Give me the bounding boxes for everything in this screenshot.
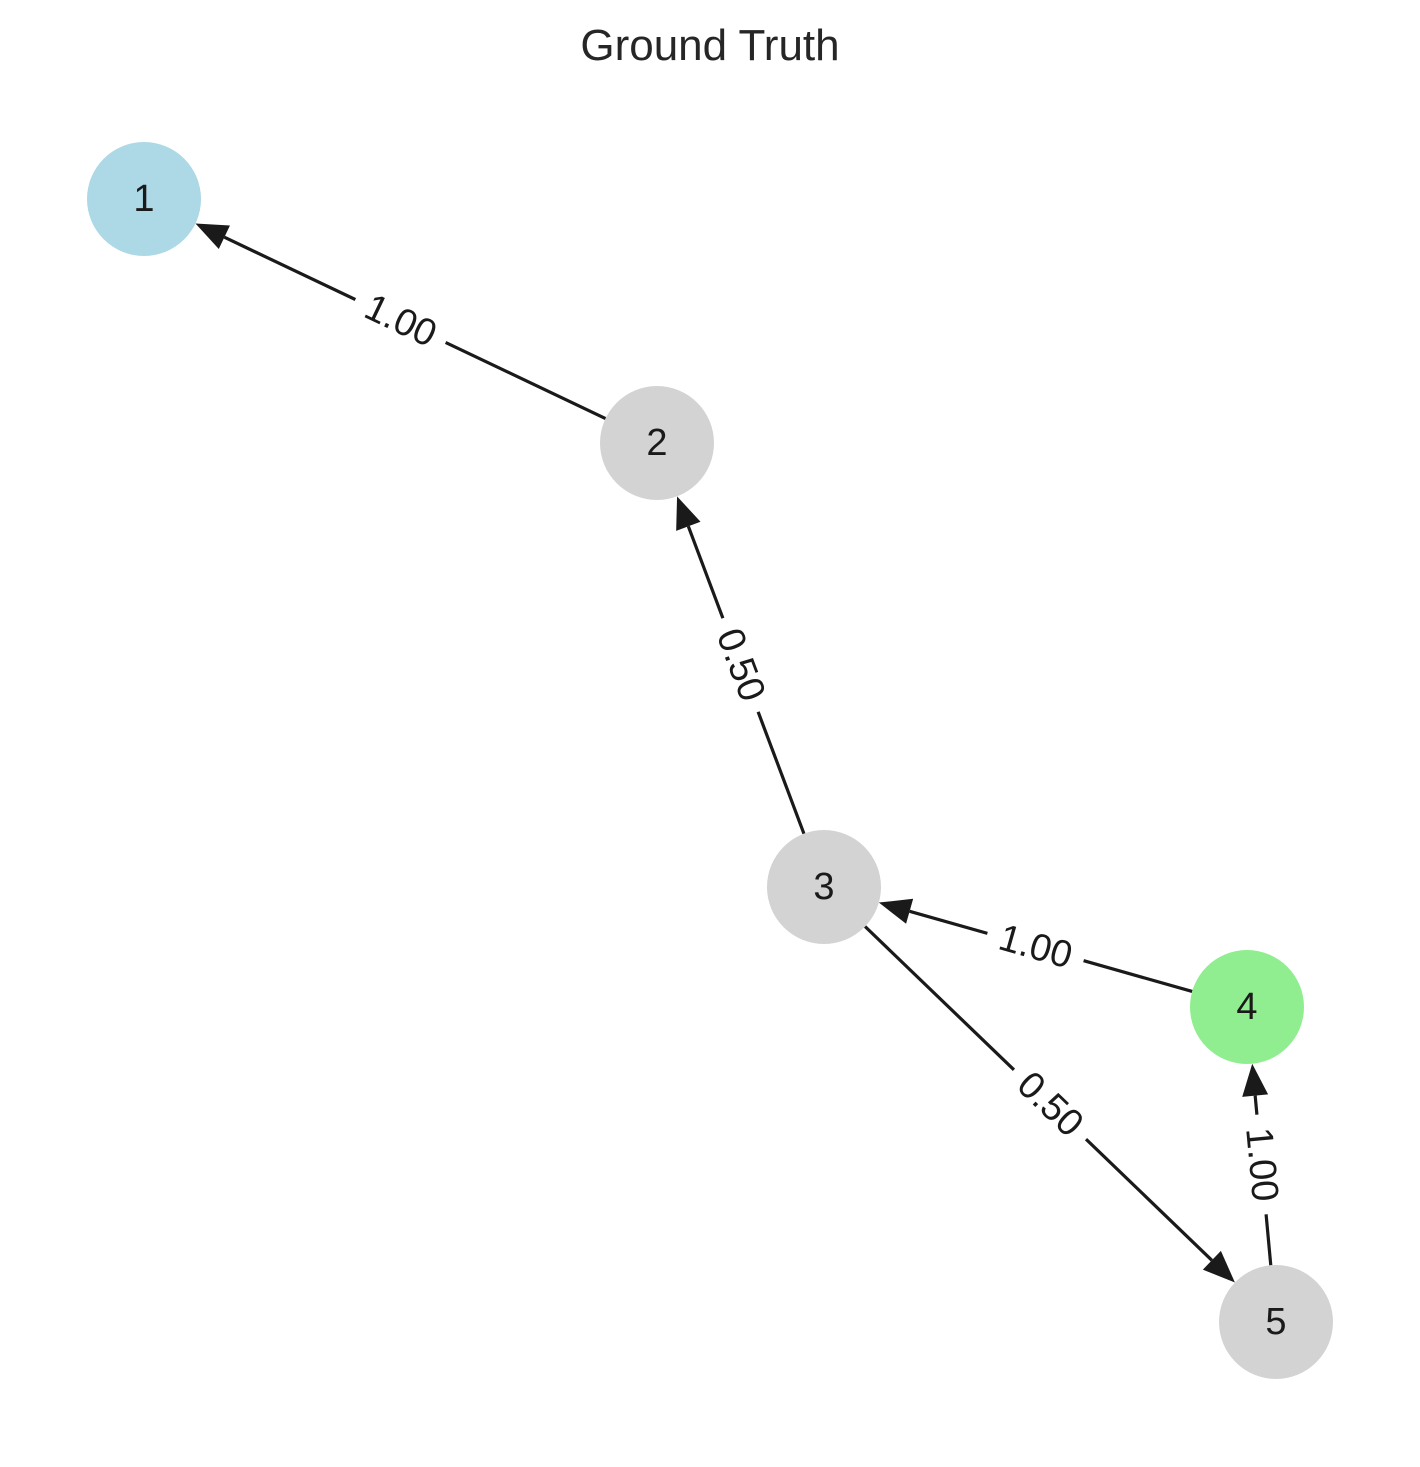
- arrowhead-icon: [1202, 1250, 1235, 1283]
- node-circle: [600, 386, 714, 500]
- node-4: 4: [1190, 950, 1304, 1064]
- edge-weight-label: 1.00: [1237, 1126, 1286, 1204]
- node-label: 5: [1265, 1301, 1286, 1343]
- edge-4-to-3: 1.00: [878, 898, 1193, 993]
- nodes-layer: 1 2 3 4 5: [87, 142, 1333, 1379]
- edge-3-to-5: 0.50: [863, 925, 1235, 1283]
- edge-3-to-2: 0.50: [676, 496, 806, 835]
- edge-label-background: [1233, 1112, 1290, 1217]
- edge-label-background: [700, 609, 781, 721]
- node-1: 1: [87, 142, 201, 256]
- node-3: 3: [767, 830, 881, 944]
- node-circle: [767, 830, 881, 944]
- arrowhead-icon: [676, 496, 701, 531]
- node-label: 1: [133, 178, 154, 220]
- node-5: 5: [1219, 1265, 1333, 1379]
- edge-label-background: [980, 910, 1091, 984]
- node-label: 3: [813, 866, 834, 908]
- node-circle: [1190, 950, 1304, 1064]
- node-label: 4: [1236, 986, 1257, 1028]
- edge-label-group: 1.00: [1233, 1112, 1290, 1217]
- arrowhead-icon: [195, 223, 230, 249]
- edge-label-background: [345, 277, 456, 365]
- edges-layer: 1.000.501.000.501.00: [195, 223, 1290, 1283]
- edge-2-to-1: 1.00: [195, 223, 607, 420]
- arrowhead-icon: [878, 898, 914, 924]
- edge-weight-label: 1.00: [994, 917, 1077, 978]
- edge-5-to-4: 1.00: [1233, 1063, 1290, 1266]
- node-2: 2: [600, 386, 714, 500]
- edge-label-background: [997, 1052, 1103, 1157]
- edge-label-group: 0.50: [700, 609, 781, 721]
- edge-label-group: 1.00: [345, 277, 456, 365]
- node-circle: [87, 142, 201, 256]
- edge-label-group: 1.00: [980, 910, 1091, 984]
- arrowhead-icon: [1242, 1063, 1269, 1097]
- node-label: 2: [646, 422, 667, 464]
- graph-title: Ground Truth: [580, 21, 839, 70]
- node-circle: [1219, 1265, 1333, 1379]
